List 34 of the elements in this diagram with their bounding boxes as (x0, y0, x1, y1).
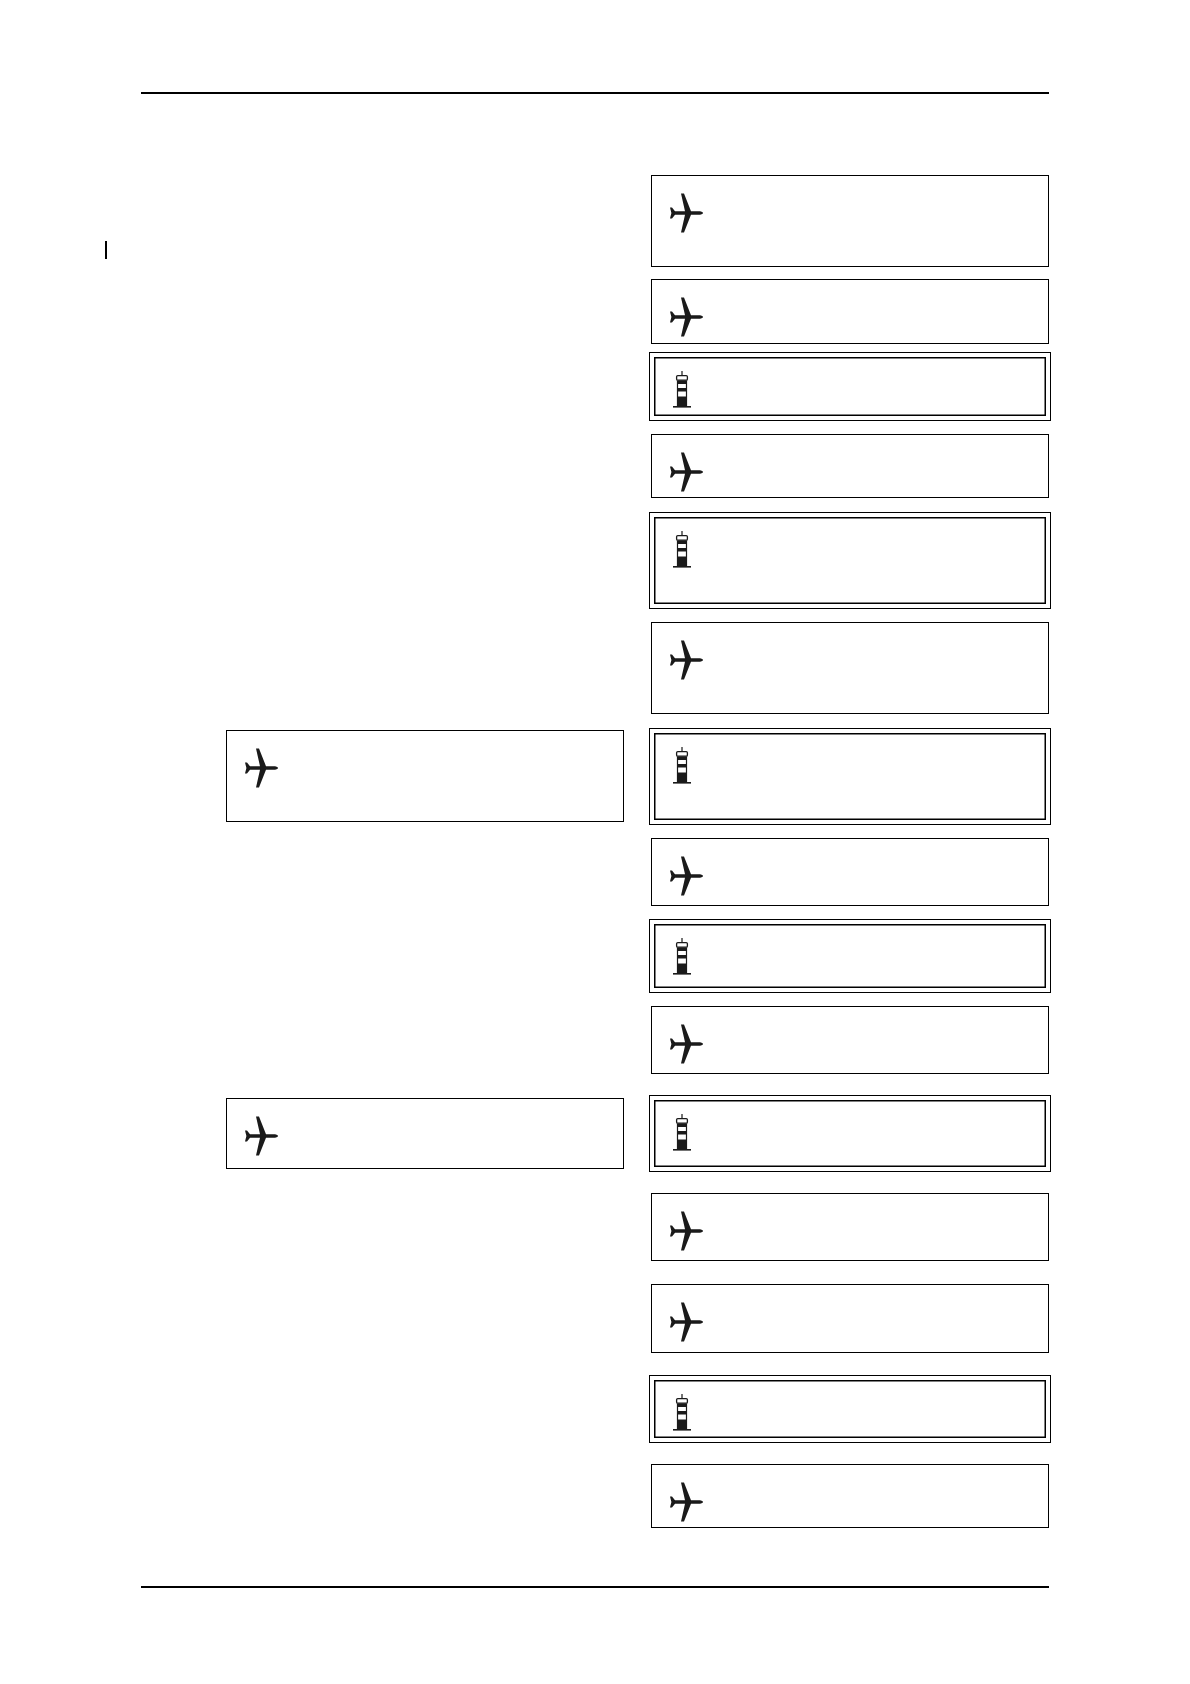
airplane-icon (669, 856, 703, 896)
control-tower-icon (673, 531, 691, 569)
flight-panel (651, 622, 1049, 714)
airplane-icon (669, 297, 703, 337)
tower-panel (649, 728, 1051, 825)
flight-panel (651, 1006, 1049, 1074)
flight-panel (651, 1193, 1049, 1261)
tower-panel (649, 919, 1051, 993)
airplane-icon (669, 193, 703, 233)
airplane-icon (669, 1302, 703, 1342)
airplane-icon (669, 452, 703, 492)
control-tower-icon (673, 371, 691, 409)
flight-panel (651, 838, 1049, 906)
control-tower-icon (673, 1114, 691, 1152)
flight-panel (226, 1098, 624, 1169)
airplane-icon (669, 1211, 703, 1251)
flight-panel (651, 1284, 1049, 1353)
control-tower-icon (673, 1394, 691, 1432)
airplane-icon (244, 748, 278, 788)
airplane-icon (244, 1116, 278, 1156)
airplane-icon (669, 1482, 703, 1522)
control-tower-icon (673, 938, 691, 976)
tower-panel (649, 352, 1051, 421)
airplane-icon (669, 640, 703, 680)
tower-panel (649, 1095, 1051, 1172)
tower-panel (649, 1375, 1051, 1443)
flight-panel (651, 279, 1049, 344)
flight-panel (226, 730, 624, 822)
flight-panel (651, 1464, 1049, 1528)
flight-panel (651, 175, 1049, 267)
control-tower-icon (673, 747, 691, 785)
flight-panel (651, 434, 1049, 498)
tower-panel (649, 512, 1051, 609)
airplane-icon (669, 1024, 703, 1064)
